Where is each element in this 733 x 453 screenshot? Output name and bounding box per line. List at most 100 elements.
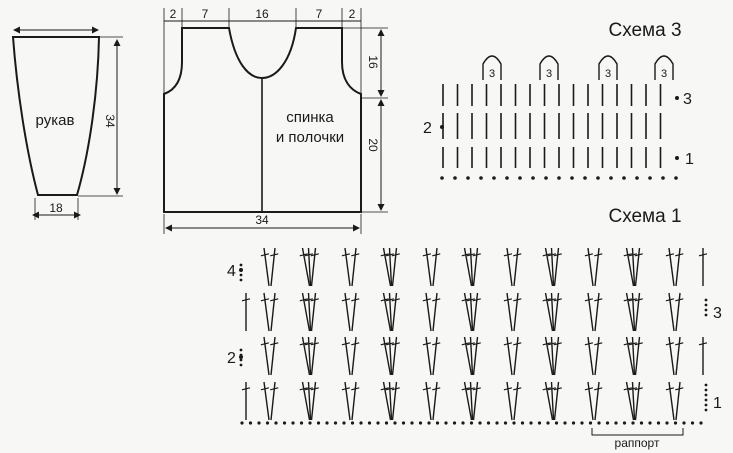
chain-dot xyxy=(554,421,559,425)
dc-crossbar xyxy=(385,342,395,346)
chain-dot xyxy=(257,421,261,425)
chain-dot xyxy=(605,421,610,425)
stitch-group xyxy=(260,292,279,332)
turning-chain-dot xyxy=(704,298,708,302)
stitch-group xyxy=(623,292,643,332)
double-crochet-mark xyxy=(270,247,276,287)
dc-crossbar xyxy=(260,298,270,302)
dc-crossbar xyxy=(472,342,481,346)
picot-arch-label: 3 xyxy=(546,68,552,80)
chain-dot xyxy=(588,421,593,425)
chain-dot xyxy=(240,421,244,425)
stitch-group xyxy=(503,336,522,376)
chain-dot xyxy=(316,421,321,425)
chain-dot xyxy=(299,421,304,425)
dc-crossbar xyxy=(623,387,632,391)
dc-crossbar xyxy=(628,253,638,257)
double-crochet-mark xyxy=(513,336,519,376)
dc-crossbar xyxy=(310,253,319,257)
dc-crossbar xyxy=(623,342,632,346)
stitch-group xyxy=(584,381,603,421)
stitch-group xyxy=(584,336,603,376)
scheme1-row2-dot xyxy=(239,355,243,359)
double-crochet-mark xyxy=(351,381,357,421)
dc-crossbar xyxy=(241,387,251,391)
dim-left: 7 xyxy=(202,7,209,21)
dc-crossbar xyxy=(341,253,351,257)
sleeve-bottom-width-label: 18 xyxy=(49,201,63,215)
dc-crossbar xyxy=(698,342,708,346)
chain-dot xyxy=(359,421,363,425)
double-crochet-mark xyxy=(594,381,600,421)
turning-chain-dot xyxy=(239,273,243,277)
scheme1-row-2-label: 2 xyxy=(227,350,236,367)
chain-dot xyxy=(648,176,652,180)
dc-crossbar xyxy=(260,253,270,257)
stitch-group xyxy=(665,336,684,376)
dc-crossbar xyxy=(628,298,638,302)
dc-crossbar xyxy=(310,298,319,302)
dc-crossbar xyxy=(553,253,562,257)
turning-chain-dot xyxy=(239,348,243,352)
dc-crossbar xyxy=(380,387,389,391)
scheme1-row4-dot xyxy=(239,268,243,272)
dc-crossbar xyxy=(341,342,351,346)
chain-dot xyxy=(583,176,587,180)
repeat-label: раппорт xyxy=(615,436,660,450)
chain-dot xyxy=(367,421,372,425)
chain-dot xyxy=(452,421,457,425)
chain-dot xyxy=(453,176,457,180)
stitch-group xyxy=(422,247,441,287)
stitch-group xyxy=(542,292,562,332)
dc-crossbar xyxy=(503,387,513,391)
turning-chain-dot xyxy=(704,383,708,387)
dc-crossbar xyxy=(542,298,551,302)
scheme1-chain-row xyxy=(239,263,708,425)
dc-crossbar xyxy=(594,253,603,257)
dc-crossbar xyxy=(380,342,389,346)
double-crochet-mark xyxy=(675,381,681,421)
chain-dot xyxy=(529,421,533,425)
dc-crossbar xyxy=(634,298,643,302)
dc-crossbar xyxy=(513,387,522,391)
stitch-group xyxy=(461,336,481,376)
dc-crossbar xyxy=(634,253,643,257)
dc-crossbar xyxy=(675,298,684,302)
dim-neck: 16 xyxy=(255,7,269,21)
dc-crossbar xyxy=(299,387,308,391)
stitch-group xyxy=(299,247,319,287)
stitch-group xyxy=(665,381,684,421)
double-crochet-mark xyxy=(351,247,357,287)
repeat-bracket xyxy=(591,428,684,436)
dc-crossbar xyxy=(380,298,389,302)
chain-dot xyxy=(376,421,380,425)
sleeve-height-label: 34 xyxy=(103,114,117,128)
scheme3-row2-dot xyxy=(440,125,444,129)
scheme1-title: Схема 1 xyxy=(608,206,681,227)
stitch-group xyxy=(665,292,684,332)
stitch-group xyxy=(503,381,522,421)
dc-crossbar xyxy=(432,342,441,346)
stitch-group xyxy=(422,292,441,332)
dc-crossbar xyxy=(675,253,684,257)
picot-arch xyxy=(482,55,502,80)
turning-chain-dot xyxy=(239,278,243,282)
chain-dot xyxy=(520,421,525,425)
chain-dot xyxy=(410,421,414,425)
chain-dot xyxy=(274,421,278,425)
dc-crossbar xyxy=(304,253,314,257)
picot-arch xyxy=(539,55,559,80)
stitch-group xyxy=(260,381,279,421)
chain-dot xyxy=(393,421,397,425)
dc-crossbar xyxy=(594,298,603,302)
stitch-group xyxy=(461,292,481,332)
chain-dot xyxy=(614,421,618,425)
dc-crossbar xyxy=(634,342,643,346)
scheme3-row1-dot xyxy=(675,156,679,160)
dc-crossbar xyxy=(422,387,432,391)
chain-dot xyxy=(333,421,338,425)
chain-dot xyxy=(505,176,509,180)
stitch-group xyxy=(380,336,400,376)
double-crochet-mark xyxy=(675,247,681,287)
